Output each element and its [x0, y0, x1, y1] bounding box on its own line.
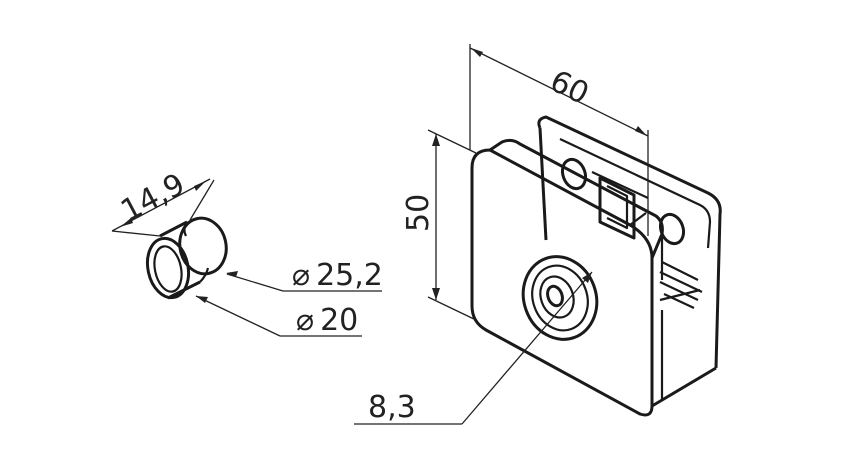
outer-diameter-label: ⌀25,2 [292, 258, 383, 293]
diameter-symbol: ⌀ [296, 303, 314, 338]
clamp-height-label: 50 [401, 194, 436, 232]
hole-diameter-label: 8,3 [368, 390, 416, 425]
inner-diameter-dimension: ⌀20 [195, 295, 362, 338]
inner-diameter-label: ⌀20 [296, 303, 358, 338]
clamp-width-dimension: 60 [469, 44, 649, 236]
clamp-width-label: 60 [544, 64, 594, 112]
hole-diameter-dimension: 8,3 [354, 271, 593, 425]
glass-clamp [470, 115, 722, 417]
clamp-height-dimension: 50 [401, 129, 477, 321]
bushing [145, 216, 228, 300]
diameter-symbol: ⌀ [292, 258, 310, 293]
bushing-length-dimension: 14,9 [111, 167, 215, 237]
outer-diameter-dimension: ⌀25,2 [226, 258, 383, 293]
bushing-length-label: 14,9 [115, 167, 190, 229]
